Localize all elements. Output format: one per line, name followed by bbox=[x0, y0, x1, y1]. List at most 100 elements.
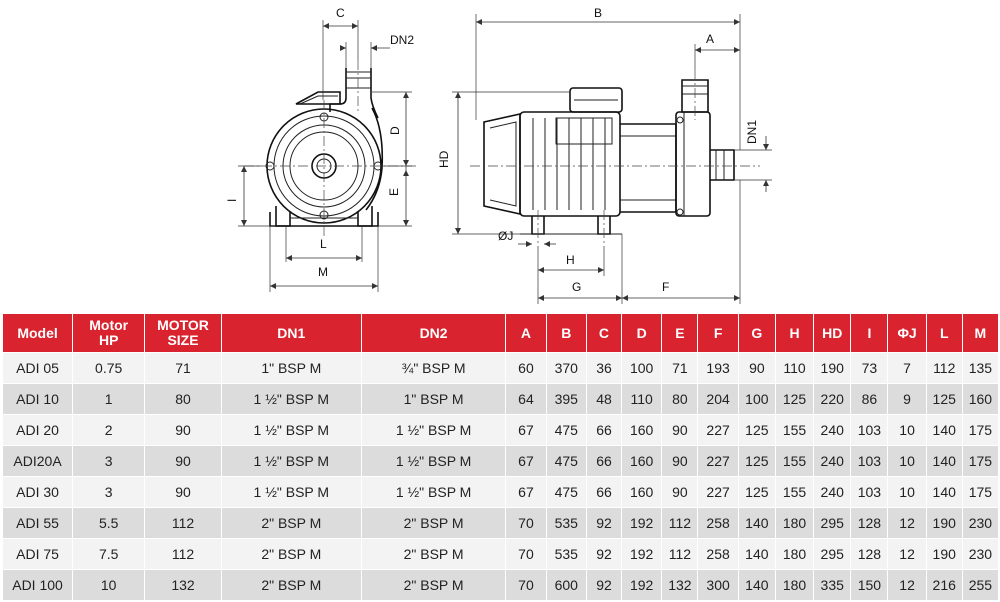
table-cell: 48 bbox=[585, 383, 623, 415]
pump-dimension-drawing: C DN2 D E I L M bbox=[225, 6, 772, 304]
table-cell: 9 bbox=[887, 383, 927, 415]
table-cell: 125 bbox=[737, 476, 776, 508]
dim-label-e: E bbox=[387, 188, 401, 196]
dim-label-c: C bbox=[336, 6, 345, 20]
table-cell: 110 bbox=[620, 383, 663, 415]
front-view-dimensions: C DN2 D E I L M bbox=[225, 6, 414, 292]
table-cell: 10 bbox=[887, 445, 927, 477]
table-cell: 240 bbox=[813, 476, 852, 508]
column-header: H bbox=[774, 313, 815, 353]
table-cell: 103 bbox=[850, 476, 889, 508]
table-cell: 227 bbox=[697, 414, 739, 446]
table-cell: 7 bbox=[887, 352, 927, 384]
table-cell: 90 bbox=[144, 476, 222, 508]
table-cell: 10 bbox=[887, 476, 927, 508]
table-cell: 0.75 bbox=[72, 352, 146, 384]
side-view-dimensions: B A DN1 HD ØJ H G bbox=[437, 6, 772, 304]
dim-label-dn1: DN1 bbox=[745, 120, 759, 144]
dim-label-m: M bbox=[318, 265, 328, 279]
table-cell: 258 bbox=[697, 538, 739, 570]
table-cell: 90 bbox=[661, 414, 699, 446]
table-cell: ADI 100 bbox=[1, 569, 74, 601]
table-cell: 2" BSP M bbox=[220, 569, 362, 601]
table-cell: 92 bbox=[585, 538, 623, 570]
table-cell: 71 bbox=[661, 352, 699, 384]
table-cell: 3 bbox=[72, 445, 146, 477]
table-cell: 140 bbox=[737, 507, 776, 539]
table-cell: 1 ½" BSP M bbox=[360, 445, 507, 477]
table-cell: 227 bbox=[697, 476, 739, 508]
dim-label-hd: HD bbox=[437, 150, 451, 168]
dim-label-dn2: DN2 bbox=[390, 33, 414, 47]
table-cell: 128 bbox=[850, 507, 889, 539]
table-cell: 295 bbox=[813, 507, 852, 539]
table-cell: 150 bbox=[850, 569, 889, 601]
table-cell: 66 bbox=[585, 445, 623, 477]
table-cell: 190 bbox=[925, 538, 963, 570]
table-cell: 12 bbox=[887, 538, 927, 570]
table-cell: 2 bbox=[72, 414, 146, 446]
table-cell: 180 bbox=[774, 538, 815, 570]
table-cell: 67 bbox=[505, 445, 547, 477]
table-cell: 66 bbox=[585, 414, 623, 446]
table-cell: 155 bbox=[774, 445, 815, 477]
table-cell: ¾" BSP M bbox=[360, 352, 507, 384]
table-cell: 140 bbox=[737, 569, 776, 601]
table-cell: 160 bbox=[961, 383, 1000, 415]
column-header: F bbox=[697, 313, 739, 353]
column-header: B bbox=[545, 313, 587, 353]
dim-label-l: L bbox=[320, 237, 327, 251]
table-cell: 1 ½" BSP M bbox=[220, 476, 362, 508]
table-cell: 2" BSP M bbox=[220, 538, 362, 570]
table-cell: 370 bbox=[545, 352, 587, 384]
table-cell: 66 bbox=[585, 476, 623, 508]
table-cell: 155 bbox=[774, 414, 815, 446]
dim-label-d: D bbox=[388, 126, 402, 135]
table-cell: 132 bbox=[661, 569, 699, 601]
table-cell: 180 bbox=[774, 569, 815, 601]
column-header: DN2 bbox=[360, 313, 507, 353]
table-cell: 70 bbox=[505, 569, 547, 601]
column-header: Model bbox=[1, 313, 74, 353]
table-cell: 103 bbox=[850, 414, 889, 446]
table-cell: 193 bbox=[697, 352, 739, 384]
table-cell: 180 bbox=[774, 507, 815, 539]
table-cell: 112 bbox=[661, 538, 699, 570]
table-cell: 112 bbox=[144, 538, 222, 570]
column-header: D bbox=[620, 313, 663, 353]
table-cell: 1 ½" BSP M bbox=[220, 445, 362, 477]
table-cell: 135 bbox=[961, 352, 1000, 384]
table-cell: 300 bbox=[697, 569, 739, 601]
table-cell: 175 bbox=[961, 476, 1000, 508]
table-cell: 12 bbox=[887, 507, 927, 539]
table-cell: 73 bbox=[850, 352, 889, 384]
table-cell: 190 bbox=[813, 352, 852, 384]
table-cell: 1 ½" BSP M bbox=[220, 414, 362, 446]
table-cell: ADI 30 bbox=[1, 476, 74, 508]
table-cell: 475 bbox=[545, 445, 587, 477]
table-cell: 125 bbox=[925, 383, 963, 415]
table-cell: 204 bbox=[697, 383, 739, 415]
table-cell: 475 bbox=[545, 414, 587, 446]
table-cell: 227 bbox=[697, 445, 739, 477]
table-cell: 103 bbox=[850, 445, 889, 477]
table-cell: 140 bbox=[737, 538, 776, 570]
table-cell: 475 bbox=[545, 476, 587, 508]
table-cell: 125 bbox=[737, 445, 776, 477]
column-header: E bbox=[661, 313, 699, 353]
table-cell: 125 bbox=[774, 383, 815, 415]
dim-label-g: G bbox=[572, 280, 581, 294]
table-cell: 71 bbox=[144, 352, 222, 384]
table-cell: 535 bbox=[545, 538, 587, 570]
table-cell: ADI 10 bbox=[1, 383, 74, 415]
column-header: HD bbox=[813, 313, 852, 353]
table-cell: 90 bbox=[737, 352, 776, 384]
table-cell: 92 bbox=[585, 507, 623, 539]
table-cell: 36 bbox=[585, 352, 623, 384]
